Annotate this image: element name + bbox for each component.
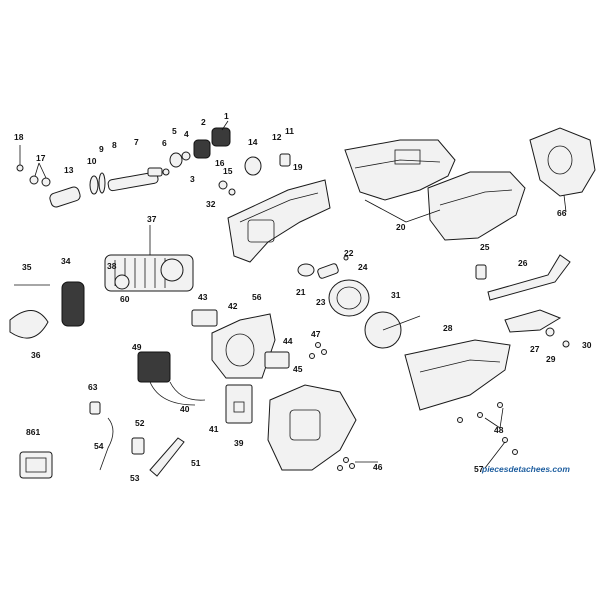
callout-29: 29	[546, 354, 556, 364]
callout-40: 40	[180, 404, 190, 414]
callout-861: 861	[26, 427, 40, 437]
callout-31: 31	[391, 290, 401, 300]
callout-5: 5	[172, 126, 177, 136]
callout-16: 16	[215, 158, 225, 168]
callout-60: 60	[120, 294, 130, 304]
callout-54: 54	[94, 441, 104, 451]
callout-17: 17	[36, 153, 46, 163]
callout-39: 39	[234, 438, 244, 448]
callout-26: 26	[518, 258, 528, 268]
callout-28: 28	[443, 323, 453, 333]
blade-guard	[529, 127, 596, 197]
callout-32: 32	[206, 199, 216, 209]
callout-37: 37	[147, 214, 157, 224]
callout-43: 43	[198, 292, 208, 302]
callout-25: 25	[480, 242, 490, 252]
handle-half	[267, 384, 357, 471]
callout-8: 8	[112, 140, 117, 150]
callout-66: 66	[557, 208, 567, 218]
callout-23: 23	[316, 297, 326, 307]
callout-49: 49	[132, 342, 142, 352]
callout-52: 52	[135, 418, 145, 428]
cord-and-accessories	[19, 401, 185, 479]
blade-clamp-parts	[475, 254, 571, 348]
callout-4: 4	[184, 129, 189, 139]
callout-56: 56	[252, 292, 262, 302]
callout-38: 38	[107, 261, 117, 271]
callout-10: 10	[87, 156, 97, 166]
gear-case	[227, 179, 331, 263]
callout-42: 42	[228, 301, 238, 311]
field-assembly	[9, 281, 85, 339]
callout-1: 1	[224, 111, 229, 121]
callout-18: 18	[14, 132, 24, 142]
callout-53: 53	[130, 473, 140, 483]
callout-48: 48	[494, 425, 504, 435]
callout-57: 57	[474, 464, 484, 474]
callout-21: 21	[296, 287, 306, 297]
label-plate	[225, 384, 253, 424]
small-parts-cluster	[218, 153, 291, 196]
callout-14: 14	[248, 137, 258, 147]
callout-15: 15	[223, 166, 233, 176]
callout-labels: 1 2 3 4 5 6 7 8 9 10 11 12 13 14 15 16 1…	[14, 111, 592, 483]
housing-half-lower	[427, 171, 526, 241]
front-cover	[404, 339, 511, 411]
callout-27: 27	[530, 344, 540, 354]
callout-11: 11	[285, 126, 294, 136]
callout-35: 35	[22, 262, 32, 272]
callout-12: 12	[272, 132, 282, 142]
housing-half-upper	[344, 139, 456, 201]
callout-30: 30	[582, 340, 592, 350]
middle-parts	[297, 255, 421, 349]
armature	[104, 254, 194, 292]
motor-housing	[191, 309, 290, 379]
callout-44: 44	[283, 336, 293, 346]
callout-63: 63	[88, 382, 98, 392]
screws	[309, 342, 518, 471]
callout-24: 24	[358, 262, 368, 272]
callout-51: 51	[191, 458, 201, 468]
callout-6: 6	[162, 138, 167, 148]
watermark: piecesdetachees.com	[482, 464, 570, 474]
callout-46: 46	[373, 462, 383, 472]
callout-36: 36	[31, 350, 41, 360]
callout-20: 20	[396, 222, 406, 232]
callout-34: 34	[61, 256, 71, 266]
callout-47: 47	[311, 329, 321, 339]
callout-7: 7	[134, 137, 139, 147]
callout-13: 13	[64, 165, 74, 175]
callout-22: 22	[344, 248, 354, 258]
leader-lines	[34, 120, 567, 469]
switch-assembly	[137, 351, 206, 406]
callout-9: 9	[99, 144, 104, 154]
callout-3: 3	[190, 174, 195, 184]
callout-41: 41	[209, 424, 219, 434]
callout-45: 45	[293, 364, 303, 374]
callout-2: 2	[201, 117, 206, 127]
callout-19: 19	[293, 162, 303, 172]
shaft-assembly	[16, 127, 231, 208]
